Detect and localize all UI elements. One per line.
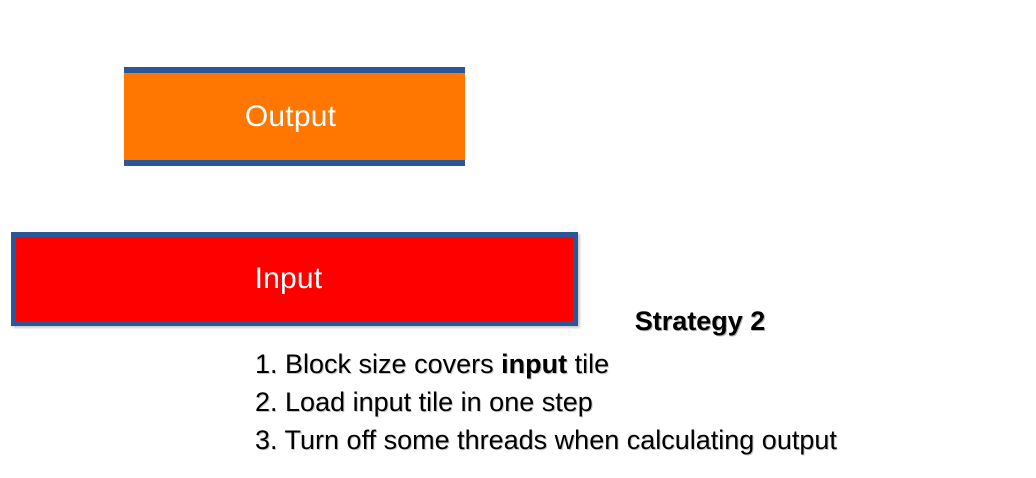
strategy-step-1-number: 1.: [255, 349, 278, 379]
input-tile-label: Input: [254, 262, 323, 295]
list-item: 3. Turn off some threads when calculatin…: [255, 421, 837, 459]
strategy-step-1-text-before: Block size covers: [277, 349, 502, 379]
strategy-step-2-number: 2.: [255, 387, 278, 417]
strategy-step-list: 1. Block size covers input tile 2. Load …: [255, 345, 837, 459]
strategy-step-1-text-after: tile: [567, 349, 610, 379]
list-item: 1. Block size covers input tile: [255, 345, 837, 383]
strategy-step-1-emphasis: input: [501, 349, 568, 379]
output-halo-box-left: [0, 0, 113, 178]
strategy-heading: Strategy 2: [634, 306, 766, 336]
strategy-step-2-text-before: Load input tile in one step: [277, 387, 593, 417]
output-tile-label: Output: [244, 99, 337, 133]
strategy-step-3-text-before: Turn off some threads when calculating o…: [277, 425, 837, 455]
strategy-step-3-number: 3.: [255, 425, 278, 455]
list-item: 2. Load input tile in one step: [255, 383, 837, 421]
input-tile-bar: Input: [11, 232, 578, 326]
output-tile-bar: Output: [124, 67, 465, 166]
